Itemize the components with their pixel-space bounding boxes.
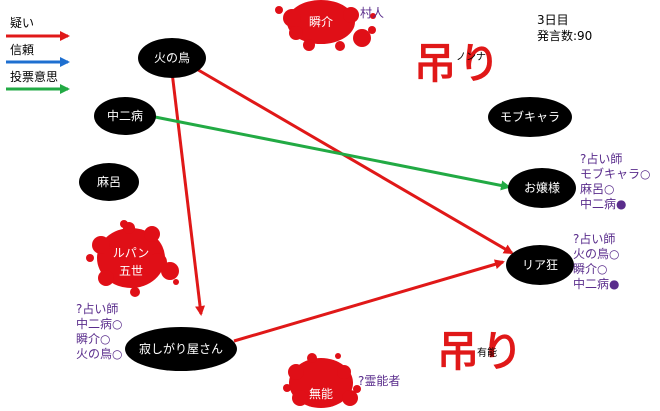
role-nounashi: ?霊能者 bbox=[358, 374, 401, 388]
dead-label-shunsuke[interactable]: 瞬介 bbox=[309, 15, 333, 29]
arrow-doubt-hinotori-sabishigari bbox=[170, 71, 206, 316]
role-shunsuke: 村人 bbox=[360, 6, 385, 20]
blood-splatter-lupin bbox=[86, 220, 179, 297]
legend-label-vote: 投票意思 bbox=[10, 70, 59, 84]
claim-line: 麻呂○ bbox=[580, 182, 615, 196]
hanged-note-top: ノンナ bbox=[456, 52, 486, 63]
svg-text:お嬢様: お嬢様 bbox=[524, 181, 560, 195]
dead-label-lupin-line2[interactable]: 五世 bbox=[119, 264, 143, 278]
node-hinotori[interactable]: 火の鳥 bbox=[138, 38, 206, 78]
node-ojousama[interactable]: お嬢様 bbox=[508, 168, 576, 208]
dead-label-lupin-line1[interactable]: ルパン bbox=[113, 246, 150, 260]
hanged-mark-top: 吊り bbox=[414, 39, 503, 88]
hanged-note-bottom: 有能 bbox=[477, 348, 497, 359]
node-mobchara[interactable]: モブキャラ bbox=[488, 97, 572, 137]
arrow-vote-chuunibyou-ojousama bbox=[154, 115, 511, 191]
relation-arrows bbox=[154, 62, 514, 343]
legend-label-doubt: 疑い bbox=[10, 16, 35, 30]
svg-text:リア狂: リア狂 bbox=[522, 258, 558, 272]
node-asaro[interactable]: 麻呂 bbox=[79, 163, 139, 201]
claim-line: 瞬介○ bbox=[76, 332, 111, 346]
svg-text:寂しがり屋さん: 寂しがり屋さん bbox=[139, 341, 223, 356]
svg-text:火の鳥: 火の鳥 bbox=[154, 50, 190, 65]
arrow-doubt-hinotori-riakyou bbox=[187, 62, 514, 255]
node-riakyou[interactable]: リア狂 bbox=[506, 245, 574, 285]
svg-text:麻呂: 麻呂 bbox=[97, 174, 121, 189]
claim-line: 中二病● bbox=[580, 197, 627, 211]
blood-splatter-nounashi bbox=[283, 353, 361, 408]
claim-line: 中二病● bbox=[573, 277, 620, 291]
claims-riakyou: ?占い師 火の鳥○ 瞬介○ 中二病● bbox=[573, 232, 619, 292]
blood-splatter-shunsuke bbox=[275, 0, 376, 51]
claim-line: 火の鳥○ bbox=[573, 247, 620, 261]
claims-ojousama: ?占い師 モブキャラ○ 麻呂○ 中二病● bbox=[580, 152, 650, 212]
legend bbox=[6, 31, 70, 94]
claim-line: 中二病○ bbox=[76, 317, 123, 331]
claims-sabishigari: ?占い師 中二病○ 瞬介○ 火の鳥○ bbox=[76, 302, 122, 362]
claim-line: 火の鳥○ bbox=[76, 347, 123, 361]
game-status: 3日目 発言数:90 bbox=[537, 12, 592, 44]
day-counter: 3日目 bbox=[537, 13, 569, 27]
claim-line: ?占い師 bbox=[573, 232, 616, 246]
svg-text:中二病: 中二病 bbox=[107, 108, 143, 123]
speech-count: 発言数:90 bbox=[537, 29, 593, 43]
legend-label-trust: 信頼 bbox=[10, 43, 35, 57]
arrow-doubt-sabishigari-riakyou bbox=[233, 259, 505, 343]
claim-line: ?占い師 bbox=[76, 302, 119, 316]
node-sabishigari[interactable]: 寂しがり屋さん bbox=[125, 327, 237, 371]
dead-label-nounashi[interactable]: 無能 bbox=[309, 386, 333, 401]
claim-line: ?占い師 bbox=[580, 152, 623, 166]
node-chuunibyou[interactable]: 中二病 bbox=[94, 97, 156, 135]
claim-line: 瞬介○ bbox=[573, 262, 608, 276]
claim-line: モブキャラ○ bbox=[580, 167, 651, 181]
svg-text:モブキャラ: モブキャラ bbox=[500, 109, 560, 124]
hanged-mark-bottom: 吊り bbox=[437, 327, 526, 376]
